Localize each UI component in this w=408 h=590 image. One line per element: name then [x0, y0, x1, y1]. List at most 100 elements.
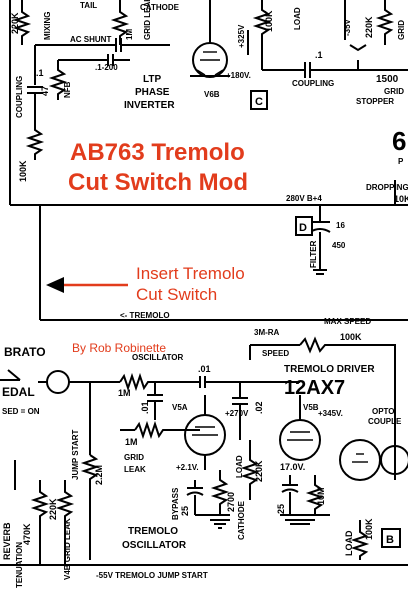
label-1500: 1500 [376, 74, 399, 85]
label-1m-a: 1M [118, 388, 131, 398]
label-grid-osc: GRID [124, 453, 144, 462]
label-grid-right-2: GRID [384, 87, 404, 96]
label-cathode-top: CATHODE [140, 3, 180, 12]
label-1m-top: 1M [125, 29, 134, 40]
label-plus345: +345V. [318, 409, 343, 418]
label-v6b: V6B [204, 90, 220, 99]
tube-v6b [196, 69, 224, 76]
label-220k-mixing: 220K [10, 12, 20, 34]
label-tremolo-driver: TREMOLO DRIVER [284, 364, 375, 375]
label-bypass: BYPASS [171, 487, 180, 520]
label-edal: EDAL [2, 385, 35, 399]
label-neg55: -55V TREMOLO JUMP START [96, 571, 208, 580]
label-220k-cath: 220K [254, 460, 264, 482]
label-1m-grid: 1M [125, 437, 138, 447]
label-cap-01a: .01 [140, 401, 150, 414]
label-cap25: 25 [180, 506, 190, 516]
label-ltp: LTP [143, 74, 161, 85]
insert-arrow [46, 277, 128, 293]
label-2-2m: 2.2M [94, 465, 104, 485]
label-820: 10M [316, 487, 326, 505]
label-plus2-1: +2.1V. [176, 463, 199, 472]
label-100k-top: 100K [264, 10, 274, 32]
label-100k-load: 100K [364, 518, 374, 540]
overlay-text: AB763 Tremolo Cut Switch Mod Insert Trem… [60, 130, 284, 355]
label-10k: 10K [394, 194, 408, 204]
label-ac-shunt: AC SHUNT [70, 35, 111, 44]
bottom-wiring [0, 336, 408, 566]
label-plus270: +270V [225, 409, 249, 418]
label-coupling-left: COUPLING [15, 76, 24, 118]
label-100k-left: 100K [18, 160, 28, 182]
label-inverter: INVERTER [124, 100, 175, 111]
label-2700: 2700 [226, 492, 236, 512]
title-line-2: Cut Switch Mod [68, 169, 248, 196]
label-cap-02: .02 [254, 401, 264, 414]
label-grid-leak-top: GRID LEAK [143, 0, 152, 40]
label-big-p: P [398, 157, 404, 166]
label-sed-on: SED = ON [2, 407, 40, 416]
label-neg35: -35V [343, 18, 352, 36]
label-3m-ra: 3M-RA [254, 328, 280, 337]
label-brato: BRATO [4, 345, 46, 359]
label-grid-right: GRID [397, 20, 406, 40]
label-jump-start: JUMP START [71, 430, 80, 480]
label-couple: COUPLE [368, 417, 402, 426]
label-12ax7: 12AX7 [284, 377, 345, 399]
label-reverb: REVERB [2, 522, 12, 560]
label-cap450: 450 [332, 241, 346, 250]
label-v4b-grid: V4B GRID LEAK [63, 518, 72, 580]
label-max-speed: MAX SPEED [324, 317, 371, 326]
label-leak-osc: LEAK [124, 465, 146, 474]
label-cap-01-200: .1-200 [95, 63, 118, 72]
label-big-6: 6 [392, 126, 406, 156]
label-cap25b: 25 [276, 504, 286, 514]
label-cathode-v: CATHODE [237, 500, 246, 540]
label-v5a: V5A [172, 403, 188, 412]
label-tremolo-osc: TREMOLO [128, 526, 178, 537]
top-wiring [9, 0, 408, 206]
label-cap-01b: .01 [198, 364, 211, 374]
label-oscillator-osc: OSCILLATOR [122, 540, 187, 551]
label-node-d: D [299, 222, 307, 234]
label-coupling-right: COUPLING [292, 79, 334, 88]
label-load-right: LOAD [344, 530, 354, 556]
insert-line-1: Insert Tremolo [136, 264, 245, 283]
node-d [295, 216, 313, 236]
title-line-1: AB763 Tremolo [70, 139, 245, 166]
insert-line-2: Cut Switch [136, 285, 217, 304]
label-nfb-47: 47 [40, 86, 50, 96]
label-stopper: STOPPER [356, 97, 394, 106]
label-opto: OPTO [372, 407, 395, 416]
label-node-b: B [386, 534, 394, 546]
label-plus325: +325V [237, 24, 246, 48]
label-phase: PHASE [135, 87, 170, 98]
label-470k: 470K [22, 523, 32, 545]
label-tremolo-arrow: <- TREMOLO [120, 311, 170, 320]
label-cap-left: .1 [36, 68, 44, 78]
node-b [381, 528, 401, 548]
label-v5b: V5B [303, 403, 319, 412]
label-cap-01: .1 [315, 50, 323, 60]
byline: By Rob Robinette [72, 341, 166, 355]
label-plus180: +180V. [226, 71, 251, 80]
label-nfb: NFB [63, 81, 72, 98]
label-node-c: C [255, 96, 263, 108]
label-mixing: MIXING [43, 12, 52, 40]
label-280v: 280V B+4 [286, 194, 322, 203]
label-220k-v4b: 220K [48, 498, 58, 520]
middle-wiring [39, 205, 408, 321]
node-c [250, 90, 268, 110]
label-100k-speed: 100K [340, 332, 362, 342]
label-220k-right: 220K [364, 16, 374, 38]
label-tail: TAIL [80, 1, 97, 10]
label-oscillator-top: OSCILLATOR [132, 353, 183, 362]
label-load-cath: LOAD [235, 455, 244, 478]
label-tenuation: TENUATION [15, 542, 24, 588]
label-load-top: LOAD [293, 7, 302, 30]
label-speed: SPEED [262, 349, 289, 358]
label-dropping: DROPPING [366, 183, 408, 192]
label-plus17: 17.0V. [280, 462, 305, 472]
